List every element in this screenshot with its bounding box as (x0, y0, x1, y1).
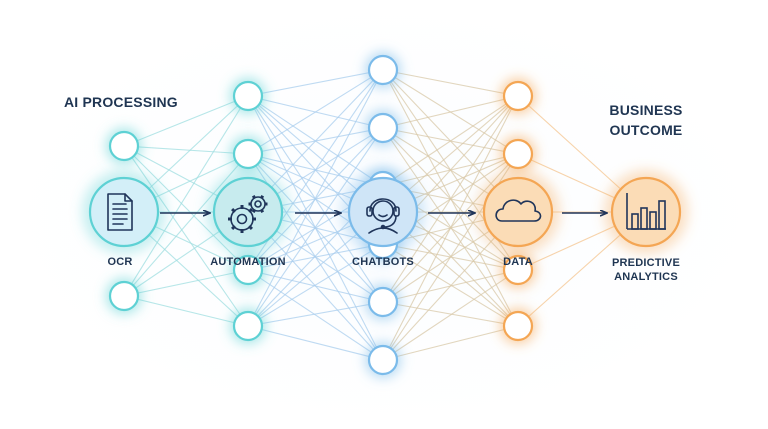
pipeline-node (88, 176, 160, 248)
connection-line (382, 95, 519, 187)
node-icons (107, 193, 666, 234)
gear-tooth (231, 225, 236, 230)
hidden-node (502, 310, 534, 342)
hidden-node (367, 286, 399, 318)
connection-line (247, 243, 384, 327)
gear-tooth (259, 195, 265, 200)
connection-line (123, 95, 249, 297)
hidden-node (108, 130, 140, 162)
cloud-icon (495, 199, 542, 222)
hidden-node (232, 254, 264, 286)
document-icon (107, 193, 133, 231)
pipeline-node (610, 176, 682, 248)
chatbots-label: CHATBOTS (352, 256, 414, 268)
connection-line (247, 269, 384, 303)
hidden-node (232, 310, 264, 342)
headset-agent-icon (366, 198, 400, 234)
hidden-nodes (108, 54, 534, 376)
connection-line (382, 269, 519, 361)
connection-line (382, 325, 519, 361)
hidden-node (367, 112, 399, 144)
connection-line (382, 95, 519, 303)
connection-line (382, 95, 519, 361)
hidden-node (232, 80, 264, 112)
hidden-node (502, 254, 534, 286)
connection-line (123, 145, 249, 271)
gear-tooth (259, 208, 265, 213)
connection-line (123, 145, 249, 155)
connection-line (247, 269, 384, 361)
gear-tooth (248, 208, 253, 213)
gear-tooth (251, 208, 257, 213)
gear-tooth (231, 208, 236, 213)
connection-line (247, 243, 384, 271)
hidden-node (232, 138, 264, 170)
data-label: DATA (503, 256, 533, 268)
hidden-node (502, 80, 534, 112)
hidden-node (502, 138, 534, 170)
connection-line (123, 95, 249, 147)
predictive-analytics-label: PREDICTIVE ANALYTICS (612, 256, 680, 284)
gears-icon (228, 195, 268, 233)
connection-line (247, 127, 384, 327)
connection-line (247, 325, 384, 361)
predictive-analytics-line1: PREDICTIVE (611, 257, 681, 269)
predictive-analytics-line2: ANALYTICS (614, 271, 678, 283)
gear-tooth (251, 195, 257, 200)
pipeline-node (212, 176, 284, 248)
connection-line (382, 69, 519, 97)
hidden-node (367, 344, 399, 376)
ai-processing-heading: AI PROCESSING (64, 94, 178, 110)
connection-line (247, 69, 384, 155)
pipeline-node (482, 176, 554, 248)
ocr-label: OCR (107, 256, 133, 268)
business-outcome-line1: BUSINESS (609, 102, 683, 118)
connection-line (247, 69, 384, 327)
connection-line (247, 69, 384, 97)
connection-line (247, 301, 384, 327)
connection-line (123, 295, 249, 327)
connection-line (123, 269, 249, 297)
connection-line (382, 301, 519, 327)
pipeline-node (347, 176, 419, 248)
hidden-node (108, 280, 140, 312)
business-outcome-heading: BUSINESS OUTCOME (609, 100, 682, 140)
bar-chart-icon (626, 193, 666, 230)
connection-line (382, 243, 519, 327)
automation-label: AUTOMATION (210, 256, 286, 268)
hidden-node (367, 54, 399, 86)
connection-line (382, 95, 519, 129)
business-outcome-line2: OUTCOME (609, 122, 683, 138)
gear-tooth (248, 225, 253, 230)
